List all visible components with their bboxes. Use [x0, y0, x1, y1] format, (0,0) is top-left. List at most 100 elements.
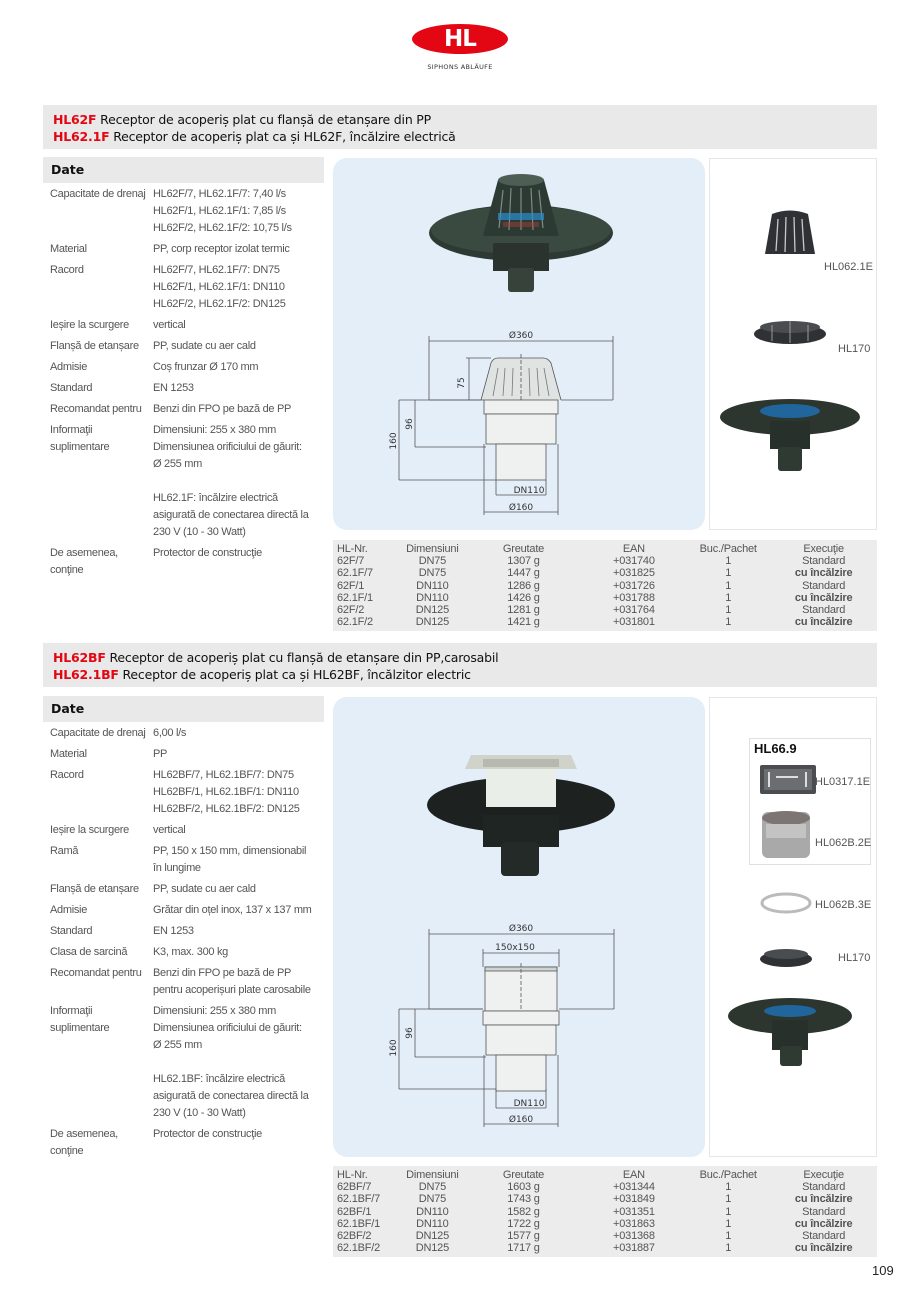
spec-value: PP, 150 x 150 mm, dimensionabil în lungi…: [153, 843, 330, 877]
col-header: Buc./Pachet: [699, 1169, 757, 1181]
spec-row: Admisie Coș frunzar Ø 170 mm: [50, 359, 330, 376]
spec-value: HL62F/7, HL62.1F/7: DN75 HL62F/1, HL62.1…: [153, 262, 330, 313]
cell: 62F/2: [337, 604, 365, 617]
spec-value-line: K3, max. 300 kg: [153, 946, 228, 958]
accessory-label-grate: HL170: [838, 343, 871, 355]
cell: cu încălzire: [794, 1242, 853, 1255]
spec-value-line: HL62F/7, HL62.1F/7: DN75: [153, 264, 280, 276]
cell: 62BF/7: [337, 1181, 372, 1194]
spec-row: Standard EN 1253: [50, 923, 330, 940]
section-1-title-bar: HL62F Receptor de acoperiș plat cu flanș…: [43, 105, 877, 149]
cell: DN110: [416, 1217, 449, 1230]
spec-row: De asemenea, conţine Protector de constr…: [50, 1126, 330, 1160]
cell: DN75: [418, 567, 447, 580]
spec-label: Flanșă de etanșare: [50, 340, 139, 352]
dim-dn: DN110: [514, 1099, 545, 1109]
spec-value-line: 230 V (10 - 30 Watt): [153, 526, 246, 538]
col-header: Greutate: [502, 1169, 545, 1181]
spec-value-line: HL62F/2, HL62.1F/2: DN125: [153, 298, 286, 310]
cell: DN125: [415, 1242, 450, 1255]
cell: cu încălzire: [794, 567, 853, 580]
spec-row: Ieșire la scurgere vertical: [50, 317, 330, 334]
spec-value-line: Ø 255 mm: [153, 1039, 202, 1051]
cell: +031351: [613, 1205, 655, 1218]
spec-label: Standard: [50, 382, 93, 394]
spec-row: Racord HL62BF/7, HL62.1BF/7: DN75 HL62BF…: [50, 767, 330, 818]
spec-value: Coș frunzar Ø 170 mm: [153, 359, 330, 376]
cell: 1281 g: [507, 604, 540, 617]
dim-diameter-160: Ø160: [509, 502, 534, 513]
cell: 1: [725, 1230, 732, 1243]
cell: 62.1F/7: [337, 567, 373, 580]
dim-diameter-360: Ø360: [509, 923, 534, 934]
spec-value-line: HL62F/7, HL62.1F/7: 7,40 l/s: [153, 188, 286, 200]
drain-body-image: [728, 998, 852, 1066]
cell: 62.1BF/1: [337, 1217, 381, 1230]
cell: DN110: [416, 591, 449, 604]
product-title: Receptor de acoperiș plat ca și HL62F, î…: [109, 129, 456, 144]
spec-label: Material: [50, 748, 87, 760]
cell: 1: [725, 567, 732, 580]
cell: 1: [725, 604, 732, 617]
spec-value-line: HL62F/1, HL62.1F/1: DN110: [153, 281, 285, 293]
spec-value: Protector de construcţie: [153, 1126, 330, 1160]
spec-value-line: EN 1253: [153, 925, 194, 937]
spec-value: PP, corp receptor izolat termic: [153, 241, 330, 258]
product-title: Receptor de acoperiș plat cu flanșă de e…: [96, 112, 431, 127]
spec-value: K3, max. 300 kg: [153, 944, 330, 961]
spec-value-line: Dimensiuni: 255 x 380 mm: [153, 1005, 277, 1017]
cell: 62F/1: [337, 579, 365, 592]
spec-row: Informaţii suplimentare Dimensiuni: 255 …: [50, 422, 330, 541]
dim-height-160: 160: [389, 1039, 399, 1056]
cell: 1307 g: [507, 555, 540, 568]
frame-image: [760, 765, 816, 794]
kit-hl66-9-box: HL66.9: [749, 738, 871, 865]
cell: +031344: [613, 1181, 655, 1194]
cell: 62.1F/1: [337, 591, 373, 604]
dim-height-96: 96: [405, 1027, 415, 1039]
spec-row: Flanșă de etanșare PP, sudate cu aer cal…: [50, 881, 330, 898]
section-1-product-table: HL-Nr. Dimensiuni Greutate EAN Buc./Pach…: [333, 540, 877, 631]
spec-value-line: pentru acoperișuri plate carosabile: [153, 984, 311, 996]
spec-label: Ieșire la scurgere: [50, 319, 129, 331]
spec-label: Racord: [50, 769, 84, 781]
cell: 62BF/1: [337, 1205, 372, 1218]
section-1-title-line-1: HL62F Receptor de acoperiș plat cu flanș…: [53, 111, 867, 128]
kit-label: HL66.9: [754, 741, 797, 756]
grate-image: [754, 321, 826, 344]
product-code: HL62.1BF: [53, 667, 119, 682]
cell: DN110: [416, 579, 449, 592]
spec-value: Protector de construcţie: [153, 545, 330, 579]
spec-value: HL62F/7, HL62.1F/7: 7,40 l/s HL62F/1, HL…: [153, 186, 330, 237]
product-title: Receptor de acoperiș plat ca și HL62BF, …: [118, 667, 471, 682]
dim-height-75: 75: [457, 377, 467, 388]
cell: 1447 g: [507, 567, 540, 580]
cell: +031887: [613, 1242, 655, 1255]
table-header-row: HL-Nr. Dimensiuni Greutate EAN Buc./Pach…: [337, 543, 873, 555]
spec-label: Ramă: [50, 845, 79, 857]
dim-height-160: 160: [389, 432, 399, 449]
col-header: Execuţie: [803, 543, 844, 555]
spec-row: Admisie Grătar din oțel inox, 137 x 137 …: [50, 902, 330, 919]
spec-value: Dimensiuni: 255 x 380 mm Dimensiunea ori…: [153, 1003, 330, 1122]
extension-ring-image: [762, 811, 810, 858]
spec-value-line: Benzi din FPO pe bază de PP: [153, 967, 292, 979]
cell: 62.1BF/2: [337, 1242, 381, 1255]
cell: 1722 g: [507, 1217, 540, 1230]
product-photo-and-drawing: Ø360 75 96 160 DN110 Ø160: [389, 174, 614, 515]
spec-value-line: Ø 255 mm: [153, 458, 202, 470]
spec-value: Benzi din FPO pe bază de PP pentru acope…: [153, 965, 330, 999]
col-header: Dimensiuni: [406, 543, 459, 555]
cell: 1: [725, 1193, 732, 1206]
cell: 62.1F/2: [337, 616, 373, 629]
cell: DN125: [415, 616, 450, 629]
cell: cu încălzire: [794, 591, 853, 604]
spec-value: Benzi din FPO pe bază de PP: [153, 401, 330, 418]
drain-body-image: [720, 399, 860, 471]
spec-row: De asemenea, conţine Protector de constr…: [50, 545, 330, 579]
cell: 1: [725, 1242, 732, 1255]
